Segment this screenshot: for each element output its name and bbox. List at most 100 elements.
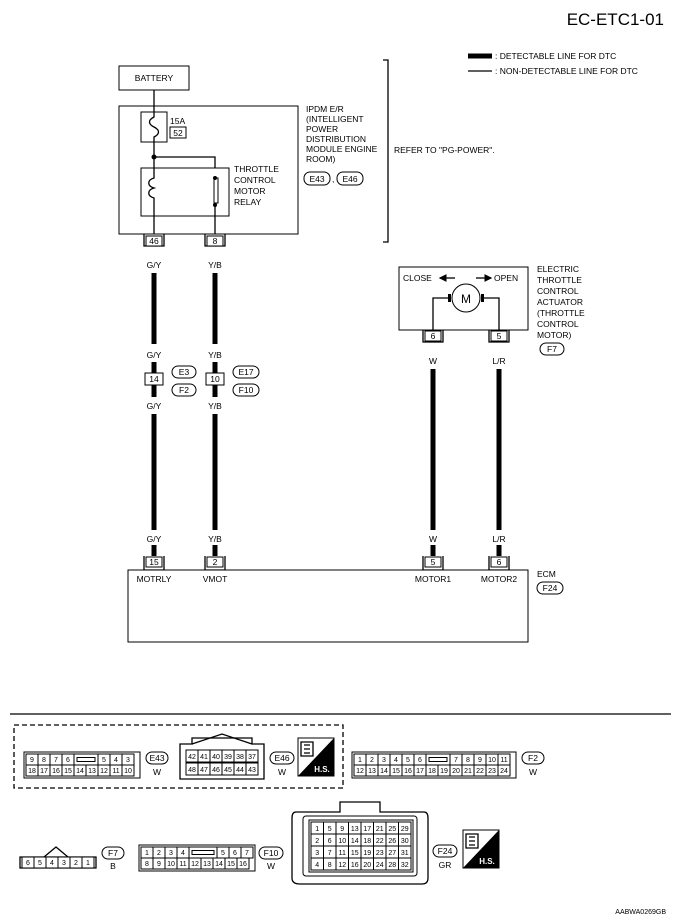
connector-f24-color: GR <box>439 860 452 870</box>
svg-text:MODULE ENGINE: MODULE ENGINE <box>306 144 378 154</box>
svg-text:14: 14 <box>149 374 159 384</box>
connector-tag-e46 <box>336 171 364 186</box>
ecm-terminal-6: 6 <box>488 545 510 571</box>
connector-tag-f2-label: F2 <box>179 385 189 395</box>
motor-symbol: M <box>461 292 471 306</box>
svg-text:THROTTLE: THROTTLE <box>234 164 279 174</box>
connector-tag-f2-view <box>521 751 545 765</box>
connector-tag-f7-view <box>101 846 125 860</box>
connector-e43-color: W <box>153 767 161 777</box>
footer-code: AABWA0269GB <box>615 909 666 916</box>
e43-pin-label: 4 <box>114 757 118 764</box>
f7-pin-label: 1 <box>86 860 90 867</box>
e46-pin <box>245 749 259 763</box>
connector-tag-e17-label: E17 <box>238 367 253 377</box>
f24-pin-label: 24 <box>376 862 384 869</box>
f2-pin-label: 2 <box>370 757 374 764</box>
connector-key-icon <box>191 850 215 855</box>
connector-e46-id: E46 <box>274 753 289 763</box>
f24-pin <box>398 857 412 871</box>
motor-icon <box>451 283 481 313</box>
f24-pin-label: 22 <box>376 838 384 845</box>
wire-color-gy-1: G/Y <box>147 260 162 270</box>
f24-pin-label: 19 <box>363 850 371 857</box>
svg-text:THROTTLE: THROTTLE <box>537 275 582 285</box>
ipdm-terminal-46: 46 <box>143 234 165 247</box>
relay-contact-feed <box>154 156 216 168</box>
f24-pin-label: 13 <box>351 826 359 833</box>
e43-pin-label: 3 <box>126 757 130 764</box>
f24-pin-label: 30 <box>401 838 409 845</box>
f2-pin-label: 10 <box>488 757 496 764</box>
wire-color-gy-2: G/Y <box>147 350 162 360</box>
connector-tag-f24 <box>536 581 564 595</box>
e46-pin-label: 41 <box>200 754 208 761</box>
e46-pin-label: 46 <box>212 767 220 774</box>
f10-pin-label: 10 <box>167 861 175 868</box>
fuse-rating: 15A <box>170 116 185 126</box>
svg-text:DISTRIBUTION: DISTRIBUTION <box>306 134 366 144</box>
e46-pin-label: 37 <box>248 754 256 761</box>
f2-pin-label: 23 <box>488 768 496 775</box>
junction-terminal-10: 10 <box>205 362 225 397</box>
e46-pin-label: 45 <box>224 767 232 774</box>
f24-pin-label: 4 <box>315 862 319 869</box>
f7-pin-label: 5 <box>38 860 42 867</box>
f10-pin-label: 2 <box>157 850 161 857</box>
ecm-pin-motrly: MOTRLY <box>137 574 172 584</box>
svg-text:ACTUATOR: ACTUATOR <box>537 297 583 307</box>
f24-pin-label: 27 <box>388 850 396 857</box>
f24-pin-label: 16 <box>351 862 359 869</box>
connector-f2-id: F2 <box>528 753 538 763</box>
e46-pin-label: 44 <box>236 767 244 774</box>
wire-color-gy-3: G/Y <box>147 401 162 411</box>
connector-tag-sep: , <box>332 174 334 184</box>
wire-color-lr-2: L/R <box>492 534 505 544</box>
svg-text:ELECTRIC: ELECTRIC <box>537 264 579 274</box>
f24-pin-label: 10 <box>338 838 346 845</box>
ecm-terminal-15: 15 <box>143 545 165 571</box>
connector-tag-e3-label: E3 <box>179 367 190 377</box>
f24-pin-label: 20 <box>363 862 371 869</box>
actuator-close-label: CLOSE <box>403 273 432 283</box>
e43-pin-label: 10 <box>124 768 132 775</box>
f2-pin-label: 11 <box>500 757 507 764</box>
f2-pin <box>497 764 511 777</box>
wire-color-gy-4: G/Y <box>147 534 162 544</box>
e46-pin-label: 39 <box>224 754 232 761</box>
f10-pin-label: 11 <box>179 861 186 868</box>
f10-pin-label: 9 <box>157 861 161 868</box>
relay-label: THROTTLE CONTROL MOTOR RELAY <box>234 164 279 207</box>
wire-color-yb-1: Y/B <box>208 260 222 270</box>
e43-pin-label: 6 <box>66 757 70 764</box>
legend-non-detectable: : NON-DETECTABLE LINE FOR DTC <box>495 66 638 76</box>
e43-pin-label: 18 <box>28 768 36 775</box>
e43-pin-label: 5 <box>102 757 106 764</box>
f2-pin-label: 14 <box>380 768 388 775</box>
battery-label: BATTERY <box>135 73 174 83</box>
f2-pin-label: 21 <box>464 768 472 775</box>
connector-f10-color: W <box>267 861 275 871</box>
fuse-icon <box>148 106 160 160</box>
ecm-pin-vmot: VMOT <box>203 574 228 584</box>
f24-pin-label: 29 <box>401 826 409 833</box>
f24-pin-label: 9 <box>340 826 344 833</box>
f10-pin-label: 6 <box>233 850 237 857</box>
f2-pin-label: 19 <box>440 768 448 775</box>
f24-pin-label: 2 <box>315 838 319 845</box>
refer-text: REFER TO "PG-POWER". <box>394 145 495 155</box>
connector-key-icon <box>428 757 448 762</box>
e43-pin-label: 12 <box>100 768 108 775</box>
f24-pin-label: 28 <box>388 862 396 869</box>
connector-key-icon <box>76 757 96 762</box>
fuse-number-box <box>169 126 187 139</box>
f24-pin-label: 8 <box>328 862 332 869</box>
f2-pin-label: 7 <box>454 757 458 764</box>
e46-pin-label: 43 <box>248 767 256 774</box>
hs-icon: H.S. <box>297 737 335 777</box>
f2-pin-label: 8 <box>466 757 470 764</box>
f10-pin-label: 3 <box>169 850 173 857</box>
svg-text:(INTELLIGENT: (INTELLIGENT <box>306 114 364 124</box>
